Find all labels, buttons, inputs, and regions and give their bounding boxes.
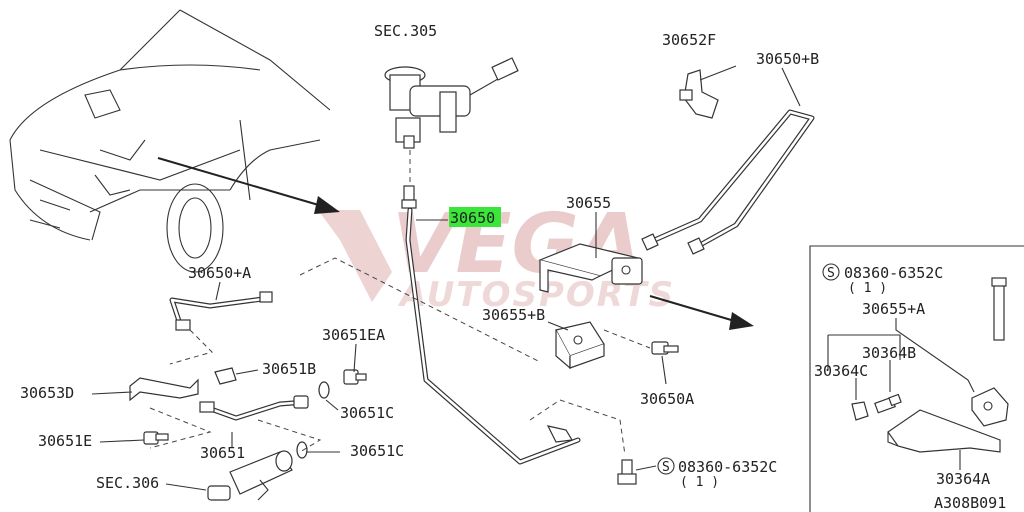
car-illustration [9,9,331,273]
label-30650A: 30650A [640,390,694,408]
s-symbol-circle-main [657,457,675,475]
label-30651EA: 30651EA [322,326,385,344]
label-leaders [91,65,801,491]
label-30655B: 30655+B [482,306,545,324]
label-30651: 30651 [200,444,245,462]
label-30651C-lower: 30651C [350,442,404,460]
inset-bolt-head [991,277,1007,287]
connector-line [149,407,212,449]
label-30655: 30655 [566,194,611,212]
connector-line [529,399,561,421]
label-30651E: 30651E [38,432,92,450]
clutch-pipe-30650B [641,109,815,255]
clip-30652F [679,69,719,119]
inset-leader [827,335,857,400]
bracket-30655 [538,243,643,293]
inset-connector-30364C [851,401,869,421]
inset-connector-30364B [874,393,902,414]
connector-line [257,419,322,453]
highlight-30650 [449,207,501,227]
part-labels: SEC.305 30652F 30650+B 30650 30655 30650… [20,22,819,492]
label-30651B: 30651B [262,360,316,378]
slave-cylinder-sec306 [207,450,293,501]
clutch-pipe-30650 [401,185,581,465]
washer-30651C-lower [296,441,308,459]
inset-panel [809,245,1024,512]
inset-label-30364A: 30364A [936,470,990,488]
inset-leader [895,318,975,393]
inset-bolt [993,283,1005,341]
bolt-30651EA [343,369,367,385]
s-symbol-inset: S [827,266,835,281]
connector-line [603,329,651,349]
inset-label-30364C: 30364C [814,362,868,380]
connector-line [559,399,626,456]
label-sec305: SEC.305 [374,22,437,40]
inset-label-bolt: 08360-6352C [844,264,943,282]
label-30650A-plus: 30650+A [188,264,251,282]
clutch-master-cylinder [384,57,519,149]
s-symbol-circle-inset [822,263,840,281]
inset-bracket-30364A [887,409,1001,453]
label-30651C-upper: 30651C [340,404,394,422]
label-30652F: 30652F [662,31,716,49]
pointer-arrows [157,157,754,330]
inset-label-30364B: 30364B [862,344,916,362]
inset-leader [828,334,901,360]
connector-line [299,257,541,363]
clip-30651B [214,367,237,385]
bolt-30651E [143,431,169,445]
hose-30651 [199,395,309,421]
inset-label-bolt-qty: ( 1 ) [848,281,887,296]
bolt-08360-main [617,459,637,485]
bolt-30650A [651,341,679,355]
washer-30651C-upper [318,381,330,399]
diagram-code: A308B091 [934,494,1006,512]
inset-labels: S 08360-6352C ( 1 ) 30655+A 30364B 30364… [814,263,1006,512]
bracket-30653D [129,377,199,402]
inset-block-30655A [971,387,1009,427]
label-30650B: 30650+B [756,50,819,68]
watermark-logo-mark [318,210,392,302]
pipe-30650A [169,291,273,331]
label-30653D: 30653D [20,384,74,402]
block-30655B [555,321,605,370]
label-bolt-main: 08360-6352C [678,458,777,476]
inset-label-30655A: 30655+A [862,300,925,318]
connector-line [169,329,213,365]
label-sec306: SEC.306 [96,474,159,492]
label-bolt-main-qty: ( 1 ) [680,475,719,490]
s-symbol-main: S [662,460,670,475]
label-30650: 30650 [450,209,495,227]
